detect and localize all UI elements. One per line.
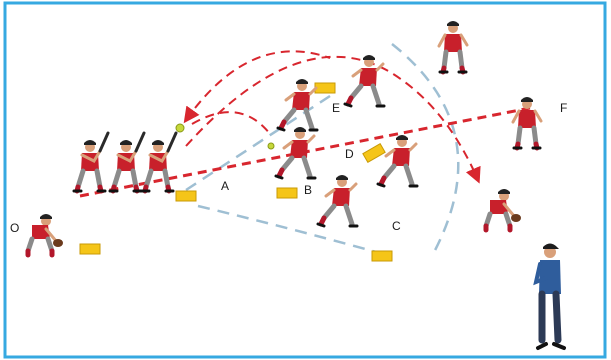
route-big-loop: [183, 50, 331, 124]
player-icon-d: [378, 135, 417, 186]
ball-icon-2: [267, 142, 275, 150]
label-e: E: [332, 101, 340, 115]
batter-icon-2: [110, 133, 144, 191]
frame-border: [3, 1, 607, 359]
base-icon-c: [371, 250, 393, 262]
batter-icon-1: [74, 133, 108, 191]
label-o: O: [10, 221, 19, 235]
label-f: F: [560, 101, 567, 115]
player-icon-top: [439, 21, 467, 72]
catcher-icon-right: [486, 189, 521, 230]
route-arc-right: [391, 43, 460, 257]
catcher-icon: [28, 214, 63, 255]
label-b: B: [304, 183, 312, 197]
coach-icon: [533, 243, 566, 350]
base-icon-a: [175, 190, 197, 202]
label-a: A: [221, 179, 229, 193]
base-icon-e: [314, 82, 336, 94]
route-short-loop: [191, 111, 271, 135]
ball-icon: [175, 123, 185, 133]
base-icon-b: [276, 187, 298, 199]
player-icon-f: [513, 97, 541, 148]
player-icon-center: [345, 55, 384, 106]
player-icon-c: [318, 175, 357, 226]
route-long-arc: [185, 55, 481, 184]
label-d: D: [345, 147, 354, 161]
batter-icon-3: [142, 133, 176, 191]
base-icon-d: [362, 143, 386, 163]
route-a-to-c: [197, 204, 377, 254]
label-c: C: [392, 219, 401, 233]
base-icon-o: [79, 243, 101, 255]
player-icon-e: [278, 79, 317, 130]
